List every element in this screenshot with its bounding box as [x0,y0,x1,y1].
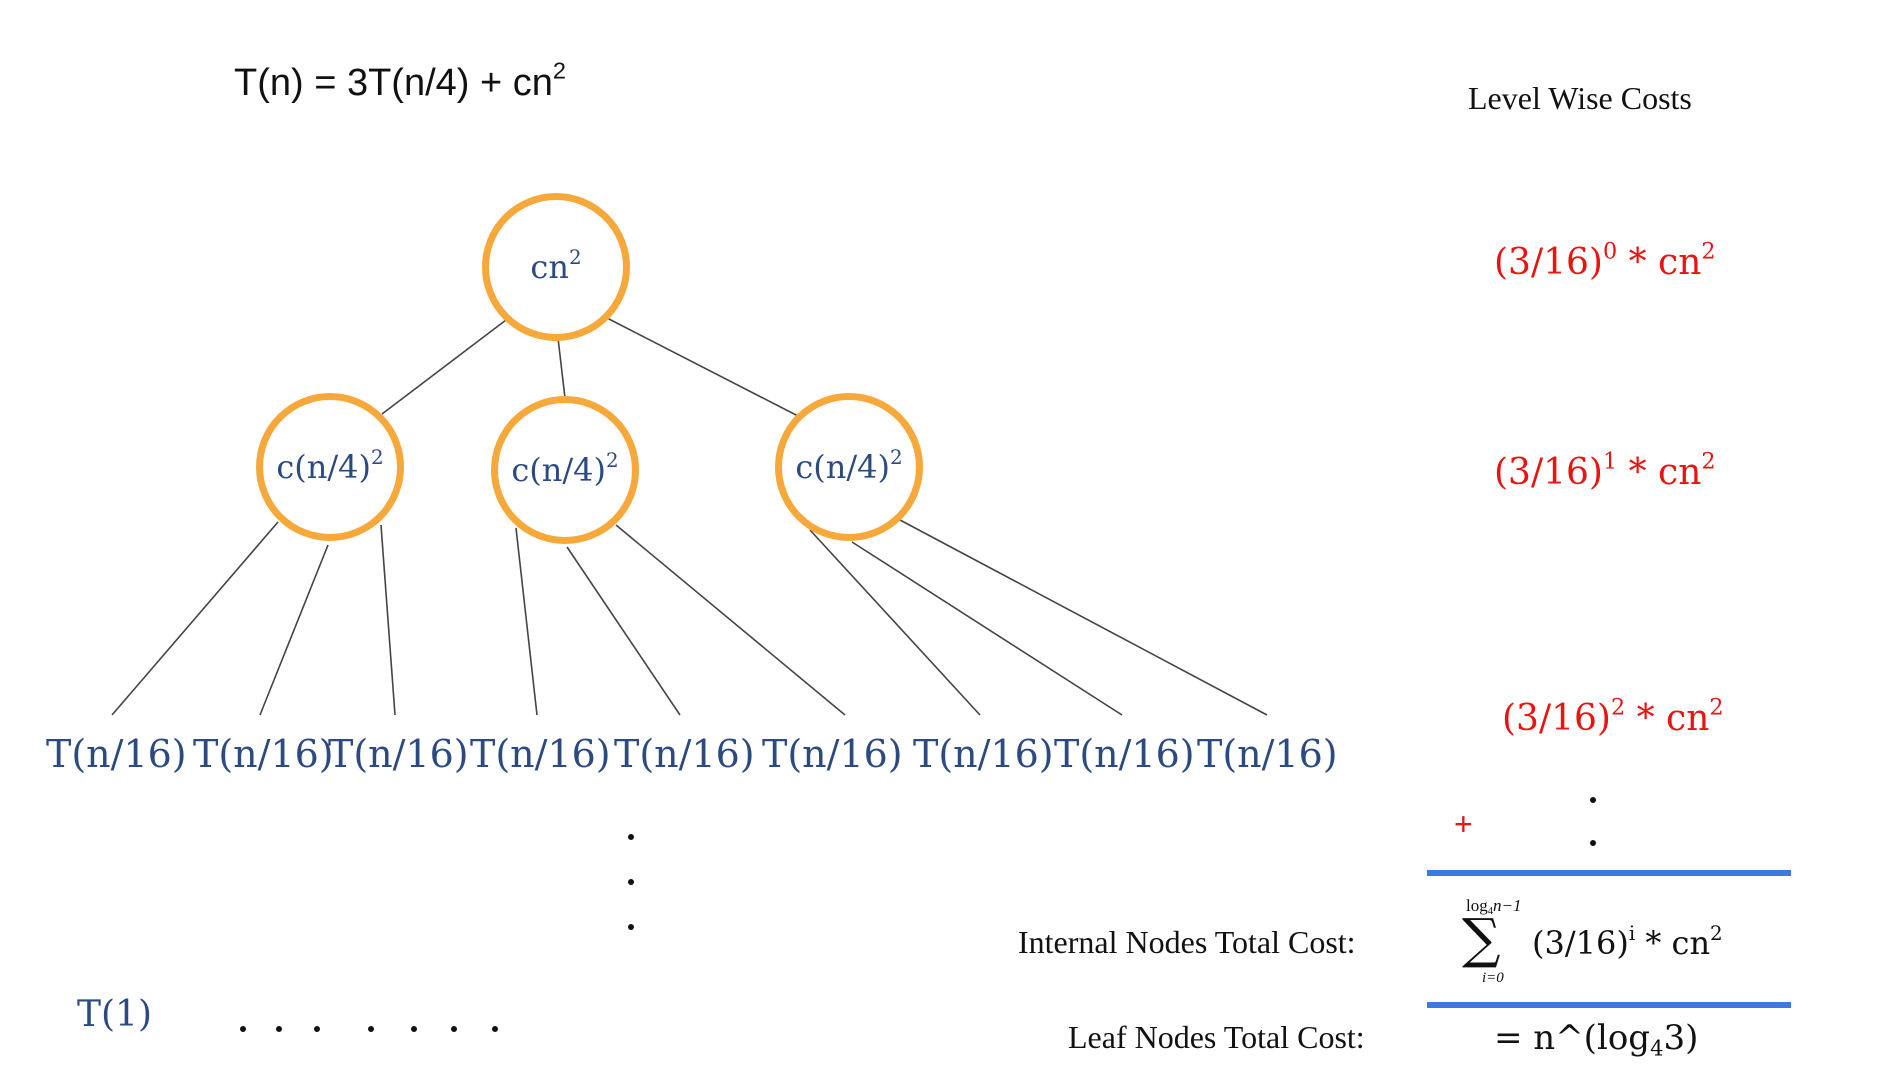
ellipsis-dot [240,1026,246,1032]
recurrence-equation: T(n) = 3T(n/4) + cn2 [234,59,566,105]
level-costs-header: Level Wise Costs [1468,80,1692,116]
tree-level1-node: c(n/4)2 [775,393,923,541]
ellipsis-dot [628,879,634,885]
internal-cost-label: Internal Nodes Total Cost: [1018,924,1356,960]
edge-l1-1-leaf-3 [515,527,538,716]
edge-l1-1-leaf-4 [566,546,681,716]
edge-root-l1-0 [381,319,507,415]
sum-upper-bound: log4n−1 [1466,896,1522,918]
level-cost-1: (3/16)1 * cn2 [1494,448,1716,493]
ellipsis-dot [492,1026,498,1032]
sum-divider-bottom [1427,1002,1791,1008]
edge-l1-2-leaf-7 [851,541,1123,716]
edge-l1-0-leaf-1 [259,544,329,716]
ellipsis-dot [411,1026,417,1032]
ellipsis-dot [314,1026,320,1032]
recurrence-exponent: 2 [552,57,566,84]
edge-root-l1-1 [557,337,566,399]
sum-lower-bound: i=0 [1482,970,1504,986]
ellipsis-dot [1590,797,1596,803]
tree-root-node: cn2 [482,193,630,341]
recurrence-text: T(n) = 3T(n/4) + cn [234,62,553,104]
ellipsis-dot [368,1026,374,1032]
level1-node-label: c(n/4)2 [276,446,384,486]
leaf-node: T(n/16) [193,732,334,776]
sigma-symbol: ∑ [1462,907,1501,970]
ellipsis-dot [628,924,634,930]
leaf-node: T(n/16) [1197,732,1338,776]
ellipsis-dot [1590,840,1596,846]
leaf-node: T(n/16) [470,732,611,776]
plus-sign: + [1454,806,1473,842]
edge-root-l1-2 [606,317,799,417]
edge-l1-2-leaf-8 [899,519,1268,716]
ellipsis-dot [276,1026,282,1032]
ellipsis-dot [451,1026,457,1032]
leaf-cost-formula: = n^(log43) [1494,1018,1699,1061]
level1-node-label: c(n/4)2 [511,449,619,489]
edge-l1-2-leaf-6 [809,529,981,716]
edge-l1-0-leaf-0 [111,521,279,716]
level-cost-0: (3/16)0 * cn2 [1494,238,1716,283]
base-case-leaf: T(1) [77,994,153,1035]
leaf-node: T(n/16) [762,732,903,776]
tree-level1-node: c(n/4)2 [491,396,639,544]
sum-divider-top [1427,870,1791,876]
ellipsis-dot [628,834,634,840]
leaf-node: T(n/16) [1054,732,1195,776]
leaf-cost-label: Leaf Nodes Total Cost: [1068,1019,1365,1055]
edge-l1-1-leaf-5 [615,524,846,716]
root-node-label: cn2 [530,246,582,286]
leaf-node: T(n/16) [328,732,469,776]
edge-l1-0-leaf-2 [380,524,396,716]
sum-term: (3/16)i * cn2 [1532,922,1723,962]
leaf-node: T(n/16) [46,732,187,776]
leaf-node: T(n/16) [614,732,755,776]
level1-node-label: c(n/4)2 [795,446,903,486]
level-cost-2: (3/16)2 * cn2 [1502,694,1724,739]
tree-level1-node: c(n/4)2 [256,393,404,541]
leaf-node: T(n/16) [913,732,1054,776]
